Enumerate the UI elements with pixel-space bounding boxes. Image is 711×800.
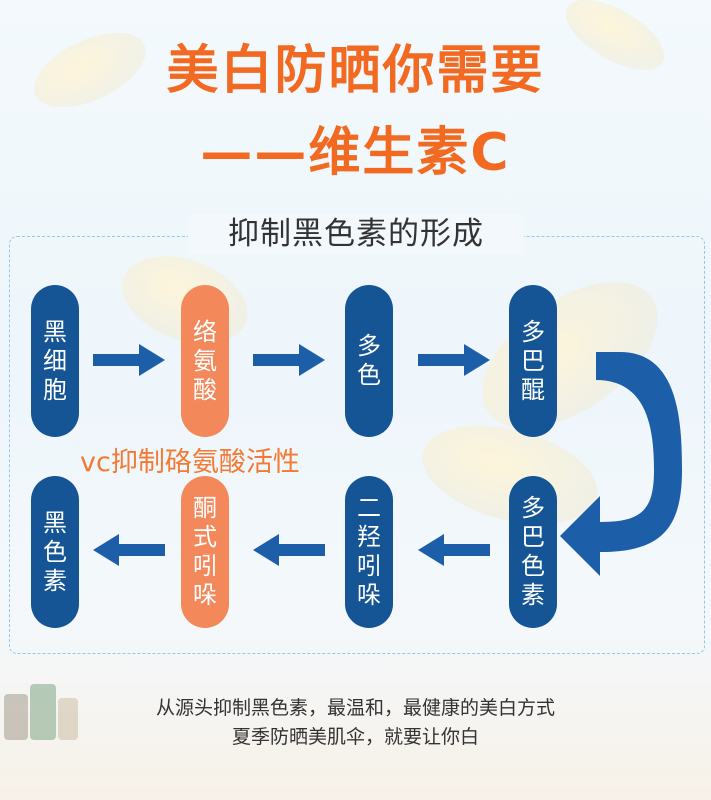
node-label: 络氨酸 [193, 317, 217, 404]
node-tyrosine: 络氨酸 [181, 285, 229, 437]
node-label: 酮式吲哚 [193, 494, 217, 609]
footer-line2: 夏季防晒美肌伞，就要让你白 [231, 726, 479, 748]
page-title-line2: ——维生素C [200, 123, 511, 183]
node-melanocyte: 黑细胞 [31, 285, 79, 437]
arrow-right-icon [93, 344, 165, 376]
node-dopachrome: 多巴色素 [509, 476, 557, 628]
node-label: 二羟吲哚 [357, 494, 381, 609]
node-label: 黑细胞 [43, 317, 67, 404]
section-title: 抑制黑色素的形成 [188, 214, 524, 254]
node-label: 多巴醌 [521, 317, 545, 404]
arrow-right-icon [418, 344, 490, 376]
node-melanin: 黑色素 [31, 476, 79, 628]
node-label: 多色 [357, 332, 381, 389]
node-indolequinone: 酮式吲哚 [181, 476, 229, 628]
arrow-right-icon [253, 344, 325, 376]
arrow-left-icon [253, 534, 325, 566]
arrow-left-icon [93, 534, 165, 566]
node-dopa: 多色 [345, 285, 393, 437]
node-label: 多巴色素 [521, 494, 545, 609]
footer-line1: 从源头抑制黑色素，最温和，最健康的美白方式 [155, 697, 555, 719]
vc-annotation: vc抑制硌氨酸活性 [80, 447, 300, 478]
product-bottles-image [4, 684, 78, 740]
page-title-line1: 美白防晒你需要 [166, 41, 545, 101]
node-label: 黑色素 [43, 508, 67, 595]
node-dopaquinone: 多巴醌 [509, 285, 557, 437]
node-dihydroxyindole: 二羟吲哚 [345, 476, 393, 628]
curved-arrow-icon [560, 352, 682, 576]
arrow-left-icon [418, 534, 490, 566]
